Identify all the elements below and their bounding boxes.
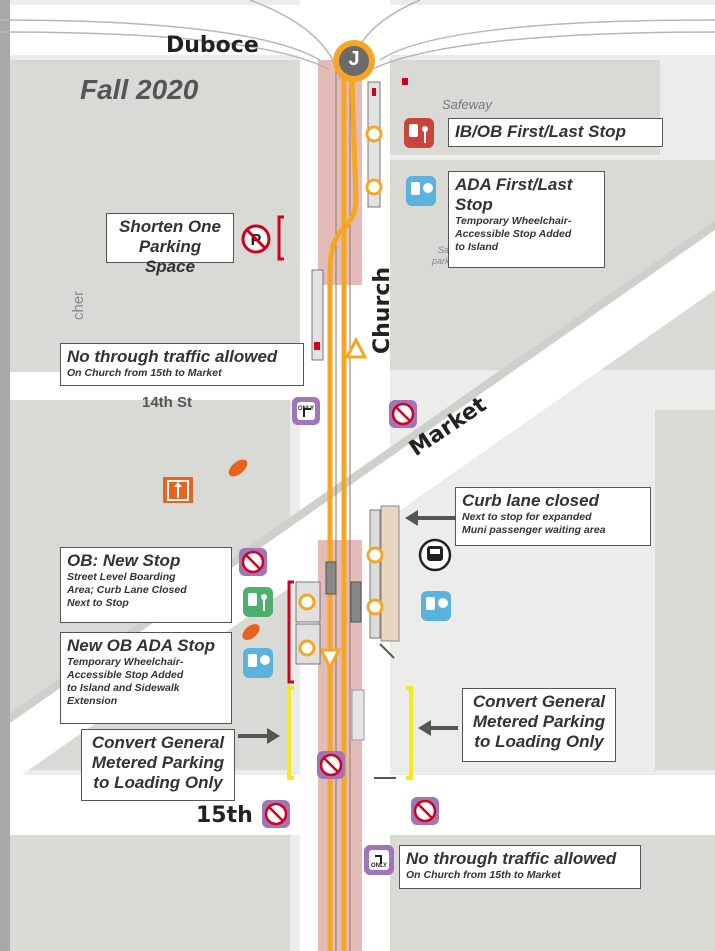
callout-sub: On Church from 15th to Market <box>67 367 222 379</box>
ob-stop-icon <box>243 587 273 617</box>
callout-sub-line3: to Island <box>455 241 499 253</box>
street-label-15th: 15th <box>196 803 253 828</box>
callout-convert-parking-left: Convert General Metered Parking to Loadi… <box>81 729 235 801</box>
callout-sub-line1: Street Level Boarding <box>67 571 176 583</box>
red-bracket-top <box>277 215 284 261</box>
callout-no-through-traffic-bottom: No through traffic allowed On Church fro… <box>399 845 641 889</box>
no-parking-icon: P <box>241 224 271 254</box>
callout-title: Curb lane closed <box>462 491 599 510</box>
callout-sub-line1: Temporary Wheelchair- <box>455 215 572 227</box>
callout-title: OB: New Stop <box>67 551 181 570</box>
route-line-branch <box>327 79 359 951</box>
callout-sub-line2: Area; Curb Lane Closed <box>67 584 187 596</box>
ada-stop-icon-top <box>406 176 436 206</box>
right-only-sign-text: ONLY <box>297 406 315 412</box>
callout-title: No through traffic allowed <box>67 347 278 366</box>
right-only-icon <box>292 397 320 425</box>
callout-sub-line3: Next to Stop <box>67 597 129 609</box>
no-turn-icon-ob <box>239 548 267 576</box>
left-edge <box>0 0 10 951</box>
callout-sub-line4: Extension <box>67 695 118 707</box>
route-badge <box>339 46 369 76</box>
left-only-icon <box>364 845 394 875</box>
place-label-parking-1: Sa <box>438 245 450 255</box>
yellow-bracket-right <box>406 686 413 780</box>
callout-convert-parking-right: Convert General Metered Parking to Loadi… <box>462 688 616 762</box>
island-west-top <box>311 269 324 361</box>
callout-line2: Metered Parking <box>91 753 225 772</box>
callout-sub-line1: Next to stop for expanded <box>462 511 592 523</box>
island-north <box>367 81 381 208</box>
left-only-sign-text: ONLY <box>370 863 388 869</box>
block-east-edge <box>655 410 715 770</box>
callout-title-line2: Stop <box>455 195 493 214</box>
callout-line2: Metered Parking <box>472 712 606 731</box>
streetcar-1 <box>325 561 337 595</box>
stop-circle-4 <box>366 598 384 616</box>
place-label-parking-2: park <box>432 256 450 266</box>
yellow-bracket-left <box>287 686 294 780</box>
arrow-curb-lane <box>405 510 455 526</box>
callout-ada-first-last-stop: ADA First/Last Stop Temporary Wheelchair… <box>448 171 605 268</box>
callout-curb-lane-closed: Curb lane closed Next to stop for expand… <box>455 487 651 546</box>
stop-circle-3 <box>366 546 384 564</box>
callout-title: New OB ADA Stop <box>67 636 215 655</box>
callout-sub-line2: Accessible Stop Added <box>455 228 572 240</box>
no-turn-icon-15th-east <box>411 797 439 825</box>
direction-arrow-down <box>318 648 342 671</box>
arrow-convert-right <box>418 720 458 736</box>
orange-marker-1 <box>228 459 248 477</box>
callout-line3: to Loading Only <box>93 773 223 792</box>
stop-circle-6 <box>298 639 316 657</box>
callout-sub-line1: Temporary Wheelchair- <box>67 656 184 668</box>
route-badge-label: J <box>348 48 360 70</box>
callout-line3: to Loading Only <box>474 732 604 751</box>
callout-line2: Parking Space <box>138 237 202 276</box>
ada-stop-icon-ib <box>421 591 451 621</box>
stop-circle-1 <box>365 125 383 143</box>
callout-line1: Convert General <box>472 692 606 711</box>
street-label-church: Church <box>370 266 395 354</box>
callout-new-ob-ada-stop: New OB ADA Stop Temporary Wheelchair- Ac… <box>60 632 232 724</box>
callout-title: No through traffic allowed <box>406 849 617 868</box>
callout-line1: Shorten One <box>118 217 221 236</box>
orange-marker-2 <box>242 624 260 640</box>
callout-shorten-parking: Shorten One Parking Space <box>106 213 234 276</box>
vehicle-outline <box>351 689 365 741</box>
street-label-fletcher: cher <box>70 290 87 320</box>
no-turn-icon-market <box>389 400 417 428</box>
callout-sub-line2: Muni passenger waiting area <box>462 524 606 536</box>
callout-ib-ob-first-last-stop: IB/OB First/Last Stop <box>448 118 663 147</box>
arrow-convert-left <box>238 728 280 744</box>
ada-stop-icon-ob <box>243 648 273 678</box>
waiting-area <box>380 505 400 642</box>
callout-line1: Convert General <box>91 733 225 752</box>
first-last-stop-icon <box>404 118 434 148</box>
elevator-icon <box>163 477 193 503</box>
no-turn-icon-church-south <box>317 751 345 779</box>
callout-title: IB/OB First/Last Stop <box>455 122 626 141</box>
street-label-duboce: Duboce <box>166 33 259 58</box>
callout-ob-new-stop: OB: New Stop Street Level Boarding Area;… <box>60 547 232 623</box>
callout-sub: On Church from 15th to Market <box>406 869 561 881</box>
place-label-safeway: Safeway <box>442 97 492 112</box>
no-turn-icon-15th-west <box>262 800 290 828</box>
street-label-14th: 14th St <box>142 394 193 411</box>
red-bracket-bottom <box>287 580 294 684</box>
streetcar-2 <box>350 581 362 623</box>
callout-sub-line3: to Island and Sidewalk <box>67 682 180 694</box>
stop-circle-5 <box>298 593 316 611</box>
stop-circle-2 <box>365 178 383 196</box>
direction-arrow-up <box>344 336 368 359</box>
callout-title-line1: ADA First/Last <box>455 175 573 194</box>
callout-no-through-traffic-top: No through traffic allowed On Church fro… <box>60 343 304 386</box>
callout-sub-line2: Accessible Stop Added <box>67 669 184 681</box>
season-title: Fall 2020 <box>80 74 199 105</box>
bus-icon <box>418 538 452 572</box>
island-east <box>369 509 381 639</box>
block-southwest <box>10 835 290 951</box>
